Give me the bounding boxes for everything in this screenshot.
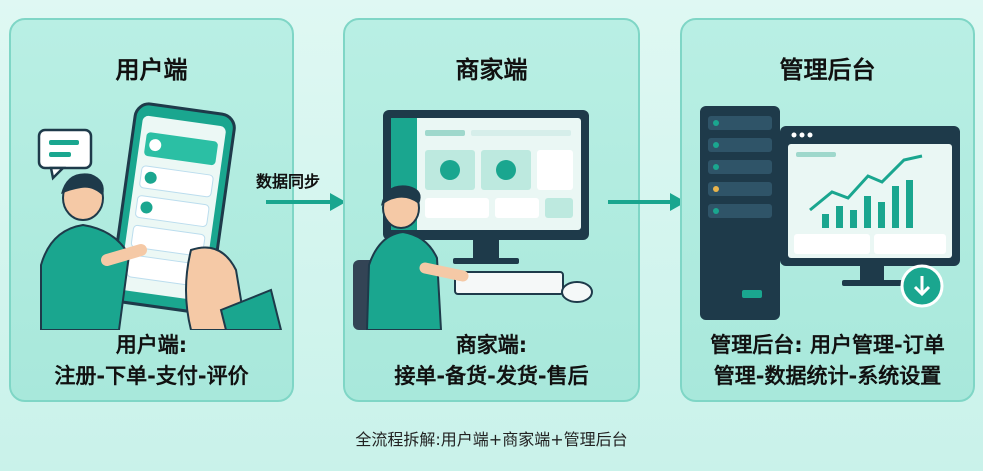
keyboard-icon [455,272,563,294]
chat-bubble-icon [39,130,91,178]
caption: 全流程拆解:用户端+商家端+管理后台 [0,426,983,450]
panel-desc-merchant-line1: 商家端: [345,330,638,361]
panel-title-admin: 管理后台 [682,50,973,85]
download-icon [902,266,942,306]
panel-title-user: 用户端 [11,50,292,85]
panel-title-merchant: 商家端 [345,50,638,85]
hand-icon [186,248,281,331]
merchant-desktop-illustration [345,90,642,330]
panel-desc-user: 用户端: 注册-下单-支付-评价 [11,330,292,392]
panel-desc-user-line1: 用户端: [11,330,292,361]
sync-label: 数据同步 [256,168,320,192]
server-icon [700,106,780,320]
arrow-right-icon [604,190,690,214]
monitor-icon [780,126,960,286]
mouse-icon [562,282,592,302]
panel-merchant: 商家端 [343,18,640,402]
panel-desc-admin-line1: 管理后台: 用户管理-订单 [682,330,973,361]
panel-desc-merchant: 商家端: 接单-备货-发货-售后 [345,330,638,392]
user-phone-illustration [11,90,296,330]
panel-desc-merchant-line2: 接单-备货-发货-售后 [345,361,638,392]
panel-user: 用户端 [9,18,294,402]
panel-admin: 管理后台 [680,18,975,402]
arrow-right-icon [262,190,348,214]
panel-desc-admin-line2: 管理-数据统计-系统设置 [682,361,973,392]
admin-server-illustration [682,90,977,330]
panel-desc-user-line2: 注册-下单-支付-评价 [11,361,292,392]
panel-desc-admin: 管理后台: 用户管理-订单 管理-数据统计-系统设置 [682,330,973,392]
